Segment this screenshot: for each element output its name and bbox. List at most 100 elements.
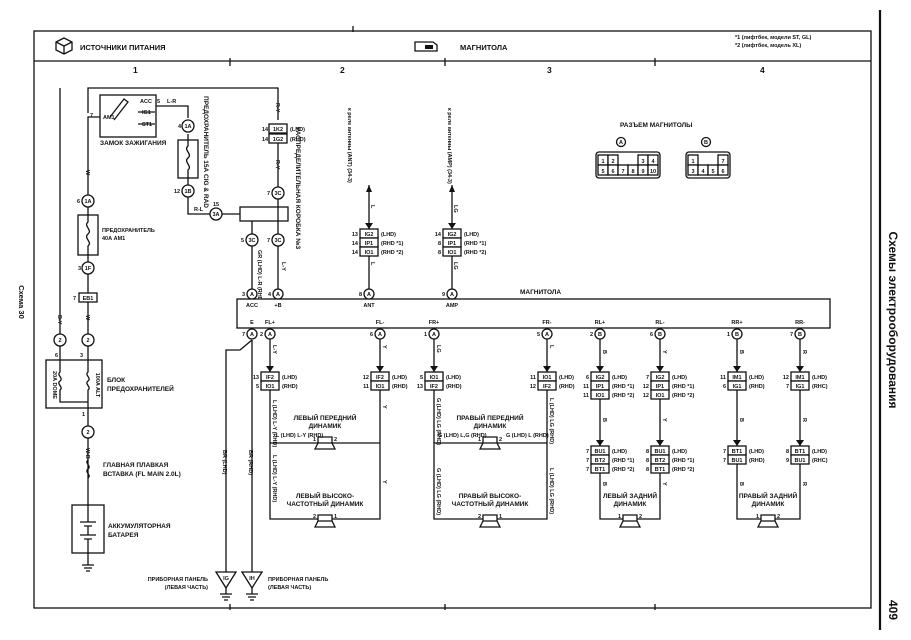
svg-text:ПРЕДОХРАНИТЕЛЕЙ: ПРЕДОХРАНИТЕЛЕЙ (107, 384, 174, 393)
pin-label: ACC (246, 303, 258, 309)
connector-pin-number: 2 (611, 159, 614, 165)
grid-col-2: 2 (340, 65, 345, 75)
rear-right-neg1-connector-ig1 (790, 380, 810, 391)
connector-pin-number: 6 (721, 169, 724, 175)
connector-name: IO1 (543, 375, 552, 381)
svg-text:7: 7 (90, 113, 93, 119)
svg-text:6: 6 (77, 199, 80, 205)
connector-name: IO1 (448, 250, 457, 256)
connector-note: (RHD *2) (672, 393, 694, 399)
connector-pin: 6 (586, 375, 589, 381)
connector-name: IP1 (596, 384, 604, 390)
svg-text:2: 2 (639, 514, 642, 520)
svg-text:L-Y: L-Y (280, 262, 286, 271)
svg-text:1B: 1B (184, 189, 191, 195)
svg-text:B: B (704, 140, 708, 146)
front-left-speaker-label: ЛЕВЫЙ ПЕРЕДНИЙ (294, 413, 357, 422)
radio-connector-title: РАЗЪЕМ МАГНИТОЛЫ (620, 122, 693, 129)
connector-pin-number: 8 (631, 169, 634, 175)
connector-name: IO1 (266, 384, 275, 390)
svg-text:LG: LG (452, 262, 458, 270)
connector-name: BT2 (595, 458, 605, 464)
fusible-link (86, 459, 90, 479)
connector-note: (RHD *2) (381, 250, 403, 256)
svg-text:3: 3 (80, 353, 83, 359)
pin-label: FL- (376, 320, 385, 326)
connector-note: (LHD) (812, 449, 827, 455)
svg-text:(RHD): (RHD) (290, 137, 306, 143)
svg-text:3C: 3C (248, 238, 255, 244)
radio-bottom-pins: EA7FL+A2FL-A6FR+A1FR-A5RL+B2RL-B6RR+B1RR… (242, 320, 806, 340)
ant-connector-io1 (359, 246, 379, 257)
svg-text:15: 15 (213, 202, 219, 208)
svg-text:R-L: R-L (194, 207, 204, 213)
wire-color-label: Y (661, 418, 667, 422)
svg-text:3C: 3C (274, 238, 281, 244)
rear-right-pos2-connector-bu1 (727, 454, 747, 465)
connector-note: (RHD) (749, 384, 765, 390)
fr-pos-connector-if2 (424, 380, 444, 391)
ignition-switch: ACC AM1 IG1 ST1 (99, 94, 157, 138)
connector-pin-number: 7 (621, 169, 624, 175)
connector-pin: 12 (530, 384, 536, 390)
front-right-speaker-icon (478, 436, 502, 450)
svg-text:4: 4 (178, 124, 182, 130)
wire-color-label: B (738, 418, 744, 422)
svg-text:B: B (658, 332, 662, 338)
svg-text:2: 2 (334, 437, 337, 443)
svg-text:A: A (268, 332, 272, 338)
connector-pin-number: 5 (601, 169, 604, 175)
ground-point-ig: IG (214, 571, 238, 601)
connector-pin: 14 (352, 241, 359, 247)
svg-text:A: A (367, 292, 371, 298)
connector-name: IP1 (448, 241, 456, 247)
arrow-icon (430, 366, 438, 372)
connector-name: IF2 (266, 375, 274, 381)
svg-text:ST1: ST1 (142, 122, 152, 128)
connector-name: IF2 (430, 384, 438, 390)
connector-note: (RHD *1) (672, 384, 694, 390)
pin-number: 5 (537, 332, 540, 338)
pin-label: RL+ (595, 320, 606, 326)
arrow-icon (596, 440, 604, 446)
pin-label: RL- (655, 320, 664, 326)
connector-pin: 5 (420, 375, 423, 381)
connector-pin: 7 (586, 458, 589, 464)
svg-text:(ЛЕВАЯ ЧАСТЬ): (ЛЕВАЯ ЧАСТЬ) (165, 585, 208, 591)
arrow-icon (365, 223, 373, 229)
svg-text:IH: IH (249, 576, 255, 582)
battery-label: АККУМУЛЯТОРНАЯ (108, 523, 171, 530)
fuse-block (45, 359, 103, 409)
arrow-icon (596, 366, 604, 372)
pin-label: FL+ (265, 320, 275, 326)
svg-text:1: 1 (334, 514, 337, 520)
pin-label: ANT (363, 303, 375, 309)
connector-pin: 11 (583, 384, 589, 390)
svg-text:2: 2 (86, 338, 89, 344)
svg-text:A: A (450, 292, 454, 298)
svg-text:(ЛЕВАЯ ЧАСТЬ): (ЛЕВАЯ ЧАСТЬ) (268, 585, 311, 591)
svg-text:1: 1 (82, 412, 85, 418)
fl-neg-connector-io1 (370, 380, 390, 391)
wire-color-label: Y (381, 345, 387, 349)
diagram-frame (33, 30, 872, 609)
rear-right-speaker-icon (756, 514, 780, 528)
svg-text:2: 2 (86, 430, 89, 436)
wire-color-label: L (LHD) L-Y (RHD) (271, 455, 277, 502)
svg-text:L: L (369, 262, 375, 266)
connector-pin-number: 1 (601, 159, 604, 165)
svg-text:B-Y: B-Y (56, 315, 62, 325)
pin-number: 3 (242, 292, 245, 298)
connector-name: BT2 (655, 458, 665, 464)
arrow-icon (656, 440, 664, 446)
connector-note: (RHD) (392, 384, 408, 390)
connector-name: BU1 (654, 449, 665, 455)
svg-text:L: L (369, 205, 375, 209)
svg-text:ACC: ACC (140, 99, 152, 105)
connector-note: (LHD) (672, 449, 687, 455)
connector-pin: 7 (586, 467, 589, 473)
connector-note: (LHD) (381, 232, 396, 238)
pin-number: 2 (590, 332, 593, 338)
